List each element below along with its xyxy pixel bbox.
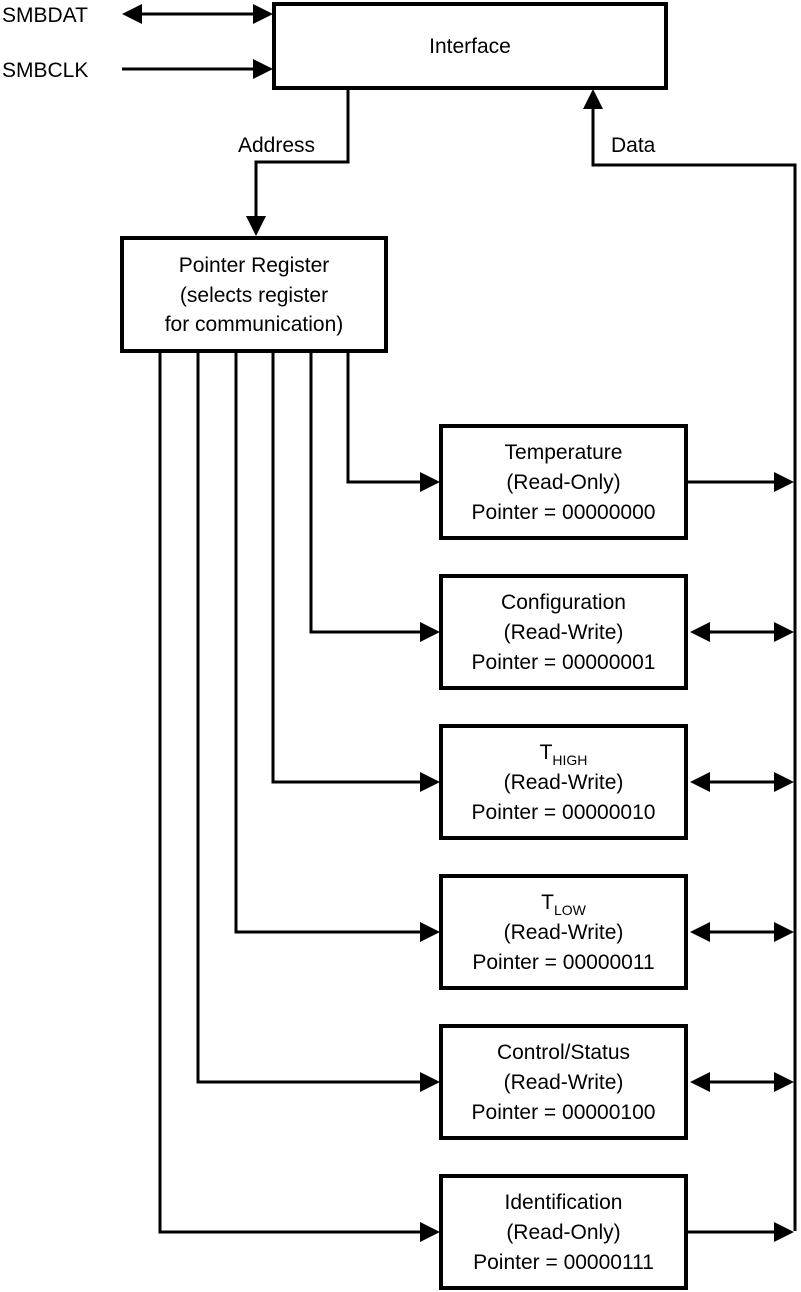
register-2-name-main: Configuration <box>501 591 626 614</box>
register-2-data-arrowhead-right <box>774 622 794 642</box>
pointer-register-desc-2: for communication) <box>165 313 344 336</box>
register-2-box <box>439 574 688 690</box>
interface-box <box>272 2 668 90</box>
register-5-data-arrowhead-left <box>690 1072 710 1092</box>
register-stack: Temperature (Read-Only) Pointer = 00000000… <box>158 351 794 1290</box>
register-4-name-main: T <box>541 891 554 914</box>
data-arrowhead <box>583 89 603 109</box>
register-1-name: Temperature <box>505 441 623 464</box>
interface-label: Interface <box>429 35 511 58</box>
register-1-box <box>439 424 688 540</box>
register-1-pointer-value: Pointer = 00000000 <box>472 501 656 524</box>
register-6-pointer-value: Pointer = 00000111 <box>473 1251 654 1274</box>
address-arrowhead <box>246 216 266 236</box>
register-4-pointer-value: Pointer = 00000011 <box>472 951 654 974</box>
register-6-name-main: Identification <box>505 1191 623 1214</box>
register-6-pointer-arrowhead <box>420 1222 440 1242</box>
register-5-pointer-value: Pointer = 00000100 <box>472 1101 656 1124</box>
register-4-name: TLOW <box>541 891 587 918</box>
register-3-pointer-line <box>271 351 423 784</box>
register-6-name: Identification <box>505 1191 623 1214</box>
register-5-pointer-arrowhead <box>420 1072 440 1092</box>
register-3-access: (Read-Write) <box>504 771 624 794</box>
register-4-name-subscript: LOW <box>554 902 587 918</box>
register-3-data-arrowhead-right <box>774 772 794 792</box>
register-5-name-main: Control/Status <box>497 1041 630 1064</box>
register-1-access: (Read-Only) <box>506 471 620 494</box>
register-3-data-arrowhead-left <box>690 772 710 792</box>
register-5-access: (Read-Write) <box>504 1071 624 1094</box>
register-2-pointer-value: Pointer = 00000001 <box>472 651 656 674</box>
register-1-pointer-line <box>346 351 423 484</box>
register-5-data-arrowhead-right <box>774 1072 794 1092</box>
register-3-name: THIGH <box>540 741 588 768</box>
register-2-name: Configuration <box>501 591 626 614</box>
register-5-name: Control/Status <box>497 1041 630 1064</box>
data-bus-line <box>591 106 797 1231</box>
address-line <box>254 88 350 220</box>
register-1-name-main: Temperature <box>505 441 623 464</box>
register-2-pointer-line <box>309 351 423 634</box>
register-3-pointer-value: Pointer = 00000010 <box>472 801 656 824</box>
smbdat-arrowhead-left <box>122 4 142 24</box>
pointer-register-title: Pointer Register <box>179 254 330 277</box>
register-3-pointer-arrowhead <box>420 772 440 792</box>
register-6-pointer-line <box>158 351 423 1234</box>
register-1-pointer-arrowhead <box>420 472 440 492</box>
register-6-access: (Read-Only) <box>506 1221 620 1244</box>
register-4-box <box>439 874 688 990</box>
pointer-register-box <box>120 236 388 353</box>
smbdat-arrowhead-right <box>253 4 273 24</box>
register-2-pointer-arrowhead <box>420 622 440 642</box>
address-label: Address <box>238 134 315 157</box>
register-6-data-arrowhead-right <box>774 1222 794 1242</box>
register-2-data-arrowhead-left <box>690 622 710 642</box>
data-label: Data <box>611 134 656 157</box>
smbclk-arrowhead <box>253 59 273 79</box>
register-3-name-subscript: HIGH <box>552 752 587 768</box>
register-4-data-arrowhead-left <box>690 922 710 942</box>
register-5-pointer-line <box>196 351 423 1084</box>
register-3-box <box>439 724 688 840</box>
register-6-box <box>439 1174 688 1290</box>
smbclk-label: SMBCLK <box>2 59 88 82</box>
register-5-box <box>439 1024 688 1140</box>
pointer-register-desc-1: (selects register <box>180 284 328 307</box>
register-4-access: (Read-Write) <box>504 921 624 944</box>
register-3-name-main: T <box>540 741 553 764</box>
register-4-pointer-line <box>234 351 423 934</box>
register-2-access: (Read-Write) <box>504 621 624 644</box>
register-1-data-arrowhead-right <box>774 472 794 492</box>
smbdat-label: SMBDAT <box>2 4 88 27</box>
register-4-data-arrowhead-right <box>774 922 794 942</box>
register-4-pointer-arrowhead <box>420 922 440 942</box>
